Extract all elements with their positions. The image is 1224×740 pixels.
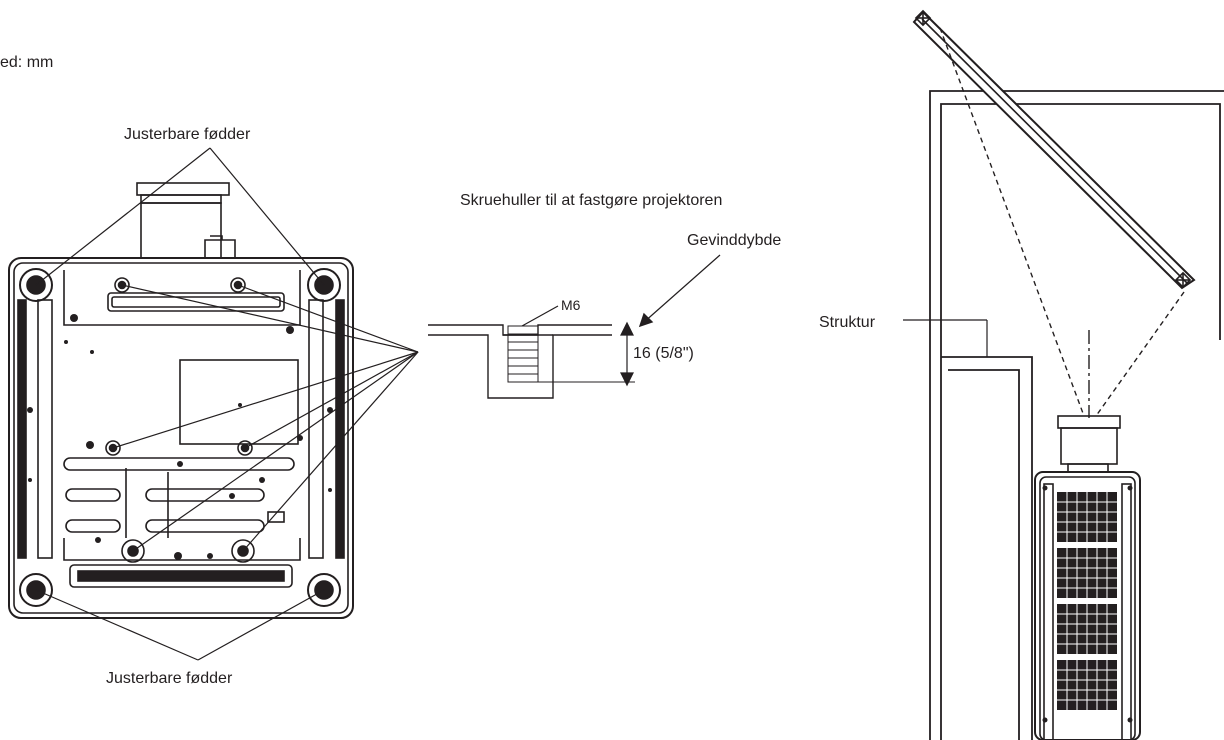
structure-label: Struktur — [819, 314, 876, 331]
unit-label: ed: mm — [0, 54, 54, 71]
thread-size-label: M6 — [561, 297, 581, 313]
adjustable-feet-label-top: Justerbare fødder — [124, 126, 251, 143]
projector-bottom-view — [8, 147, 419, 661]
screw-leader-lines — [112, 284, 419, 552]
enclosure-outer — [929, 90, 1224, 740]
m6-leader — [521, 305, 559, 327]
mirror — [912, 9, 1196, 290]
structure-block — [941, 356, 1033, 740]
installation-side-view — [903, 9, 1224, 740]
hole-profile — [428, 324, 612, 399]
screw-hole-4 — [237, 440, 253, 456]
depth-dimension — [620, 321, 634, 387]
projector-body — [8, 257, 354, 619]
lens-barrel-body — [140, 202, 222, 259]
surface-dots — [27, 314, 333, 560]
projector-top-view — [1034, 415, 1141, 740]
screw-holes-label: Skruehuller til at fastgøre projektoren — [460, 192, 723, 209]
thread-lines — [508, 333, 538, 375]
thread-depth-value: 16 (5/8") — [633, 345, 694, 362]
lens-barrel-front — [140, 194, 222, 204]
screw-holes — [105, 277, 255, 563]
center-plate — [179, 359, 299, 445]
feet-leader-lines — [35, 147, 325, 661]
lens-barrel — [136, 182, 230, 196]
depth-leader — [642, 254, 721, 324]
thread-cross-section — [428, 254, 721, 399]
screw-hole-2 — [230, 277, 246, 293]
light-path — [939, 27, 1185, 417]
enclosure-inner — [940, 103, 1221, 740]
screw-hole-1 — [114, 277, 130, 293]
adjustable-feet-label-bottom: Justerbare fødder — [106, 670, 233, 687]
thread-depth-label: Gevinddybde — [687, 232, 782, 249]
projector-housing — [1034, 471, 1141, 740]
